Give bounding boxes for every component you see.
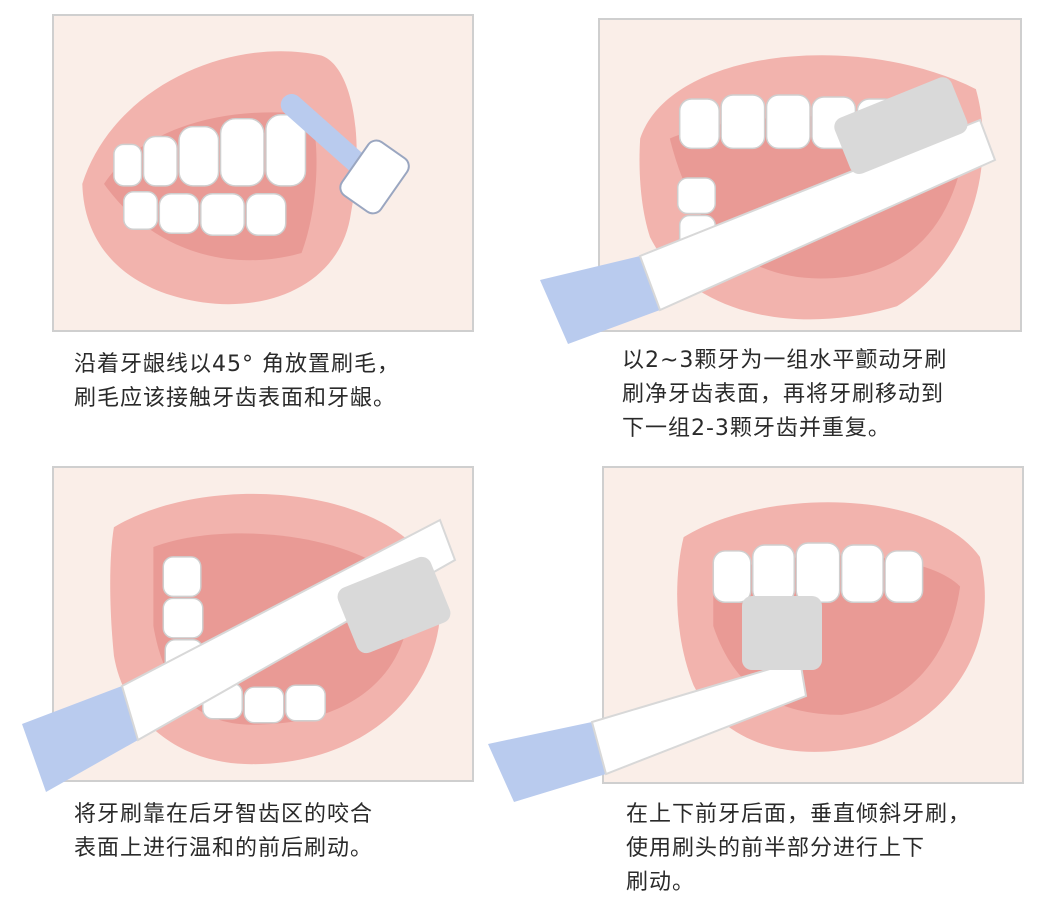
step3-caption: 将牙刷靠在后牙智齿区的咬合 表面上进行温和的前后刷动。: [74, 798, 373, 866]
step2-caption: 以2~3颗牙为一组水平颤动牙刷 刷净牙齿表面，再将牙刷移动到 下一组2-3颗牙齿…: [622, 344, 947, 446]
step1-caption: 沿着牙龈线以45° 角放置刷毛， 刷毛应该接触牙齿表面和牙龈。: [74, 348, 400, 416]
step3-line2: 表面上进行温和的前后刷动。: [74, 836, 374, 861]
step1-line1: 沿着牙龈线以45° 角放置刷毛，: [74, 352, 400, 377]
step4-line2: 使用刷头的前半部分进行上下: [626, 836, 926, 861]
toothbrush-step2: [540, 77, 997, 344]
step4-line3: 刷动。: [626, 870, 696, 895]
toothbrush-step3: [22, 518, 457, 792]
step2-line2: 刷净牙齿表面，再将牙刷移动到: [622, 382, 945, 407]
step4-caption: 在上下前牙后面，垂直倾斜牙刷， 使用刷头的前半部分进行上下 刷动。: [626, 798, 971, 900]
step1-line2: 刷毛应该接触牙齿表面和牙龈。: [74, 386, 397, 411]
step2-line1: 以2~3颗牙为一组水平颤动牙刷: [622, 348, 948, 373]
mouth-45-degree-illustration: [82, 51, 410, 305]
step3-line1: 将牙刷靠在后牙智齿区的咬合: [74, 802, 374, 827]
step4-line1: 在上下前牙后面，垂直倾斜牙刷，: [626, 802, 972, 827]
step2-line3: 下一组2-3颗牙齿并重复。: [622, 416, 891, 441]
step1-illustration: [52, 14, 474, 332]
toothbrush-step4: [488, 596, 822, 802]
